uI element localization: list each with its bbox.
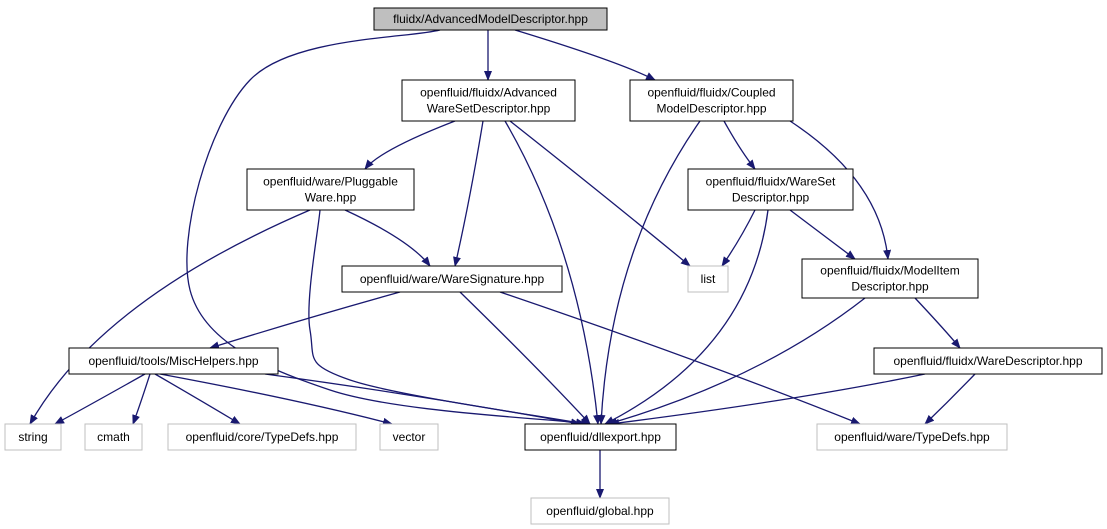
edge-cmd-to-wsd [723, 120, 756, 170]
node-cmd[interactable]: openfluid/fluidx/CoupledModelDescriptor.… [629, 79, 794, 122]
node-root-label-0: fluidx/AdvancedModelDescriptor.hpp [393, 12, 588, 26]
nodes-layer: fluidx/AdvancedModelDescriptor.hpp openfl… [4, 7, 1103, 525]
node-global: openfluid/global.hpp [530, 497, 670, 525]
node-vector-box [379, 423, 439, 451]
node-wd-label-0: openfluid/fluidx/WareDescriptor.hpp [894, 354, 1083, 368]
node-dll[interactable]: openfluid/dllexport.hpp [524, 423, 677, 451]
node-cmd-label-0: openfluid/fluidx/Coupled [647, 86, 775, 100]
edge-cmd-to-dll [597, 120, 701, 425]
node-wd[interactable]: openfluid/fluidx/WareDescriptor.hpp [873, 347, 1103, 375]
node-awsd[interactable]: openfluid/fluidx/AdvancedWareSetDescript… [401, 79, 576, 122]
edge-pw-to-dll [308, 209, 586, 427]
edge-ws-to-dll [459, 291, 591, 425]
edge-mh-to-ctd [154, 373, 241, 425]
edge-wsd-to-mid [789, 209, 856, 260]
node-wsd[interactable]: openfluid/fluidx/WareSetDescriptor.hpp [687, 168, 854, 211]
node-root[interactable]: fluidx/AdvancedModelDescriptor.hpp [373, 7, 608, 31]
node-mh-box [68, 347, 279, 375]
node-ctd: openfluid/core/TypeDefs.hpp [167, 423, 357, 451]
edge-pw-to-string [29, 209, 311, 425]
node-wtd-box [816, 423, 1008, 451]
node-wsd-box [687, 168, 854, 211]
edge-mid-to-dll [607, 297, 866, 426]
edge-wd-to-wtd [924, 373, 976, 425]
edge-pw-to-ws [344, 209, 431, 267]
node-cmd-label-1: ModelDescriptor.hpp [656, 102, 766, 116]
edge-wd-to-dll [609, 373, 926, 427]
node-string-box [4, 423, 62, 451]
edge-ws-to-mh [209, 291, 401, 350]
node-vector: vector [379, 423, 439, 451]
edges-layer [29, 29, 976, 499]
node-list: list [687, 265, 729, 293]
node-global-label-0: openfluid/global.hpp [546, 504, 654, 518]
edge-root-to-dll [186, 29, 591, 427]
node-cmd-box [629, 79, 794, 122]
node-list-label-0: list [701, 272, 716, 286]
edge-awsd-to-dll [504, 120, 602, 425]
node-ws[interactable]: openfluid/ware/WareSignature.hpp [341, 265, 563, 293]
node-global-box [530, 497, 670, 525]
node-pw-label-1: Ware.hpp [305, 191, 357, 205]
edge-root-to-cmd [514, 29, 656, 81]
node-list-box [687, 265, 729, 293]
node-dll-box [524, 423, 677, 451]
edge-wsd-to-list [721, 209, 756, 267]
node-pw-box [246, 168, 415, 211]
node-pw-label-0: openfluid/ware/Pluggable [263, 175, 398, 189]
edge-mh-to-cmath [132, 373, 151, 425]
node-mh-label-0: openfluid/tools/MiscHelpers.hpp [88, 354, 258, 368]
edge-awsd-to-ws [453, 120, 484, 267]
node-cmath-label-0: cmath [97, 430, 130, 444]
node-string-label-0: string [18, 430, 47, 444]
node-ctd-label-0: openfluid/core/TypeDefs.hpp [186, 430, 339, 444]
edge-cmd-to-mid [789, 120, 892, 260]
edge-awsd-to-list [509, 120, 691, 267]
node-awsd-label-0: openfluid/fluidx/Advanced [420, 86, 557, 100]
node-cmath: cmath [84, 423, 143, 451]
node-root-box [373, 7, 608, 31]
node-dll-label-0: openfluid/dllexport.hpp [540, 430, 661, 444]
node-ws-label-0: openfluid/ware/WareSignature.hpp [360, 272, 545, 286]
edge-ws-to-wtd [499, 291, 861, 425]
node-mid-box [801, 258, 979, 299]
edge-mh-to-string [54, 373, 146, 425]
edge-mh-to-vector [159, 373, 393, 426]
node-cmath-box [84, 423, 143, 451]
node-awsd-box [401, 79, 576, 122]
node-vector-label-0: vector [393, 430, 426, 444]
node-awsd-label-1: WareSetDescriptor.hpp [427, 102, 551, 116]
node-mid-label-1: Descriptor.hpp [851, 280, 929, 294]
node-ws-box [341, 265, 563, 293]
node-wsd-label-1: Descriptor.hpp [732, 191, 810, 205]
edge-mid-to-wd [914, 297, 961, 349]
node-wtd-label-0: openfluid/ware/TypeDefs.hpp [834, 430, 990, 444]
node-wsd-label-0: openfluid/fluidx/WareSet [706, 175, 836, 189]
node-wd-box [873, 347, 1103, 375]
node-mid-label-0: openfluid/fluidx/ModelItem [820, 264, 959, 278]
edge-wsd-to-dll [604, 209, 769, 425]
node-mh[interactable]: openfluid/tools/MiscHelpers.hpp [68, 347, 279, 375]
node-wtd: openfluid/ware/TypeDefs.hpp [816, 423, 1008, 451]
node-string: string [4, 423, 62, 451]
edge-awsd-to-pw [364, 120, 456, 170]
edge-mh-to-dll [264, 373, 581, 427]
node-ctd-box [167, 423, 357, 451]
